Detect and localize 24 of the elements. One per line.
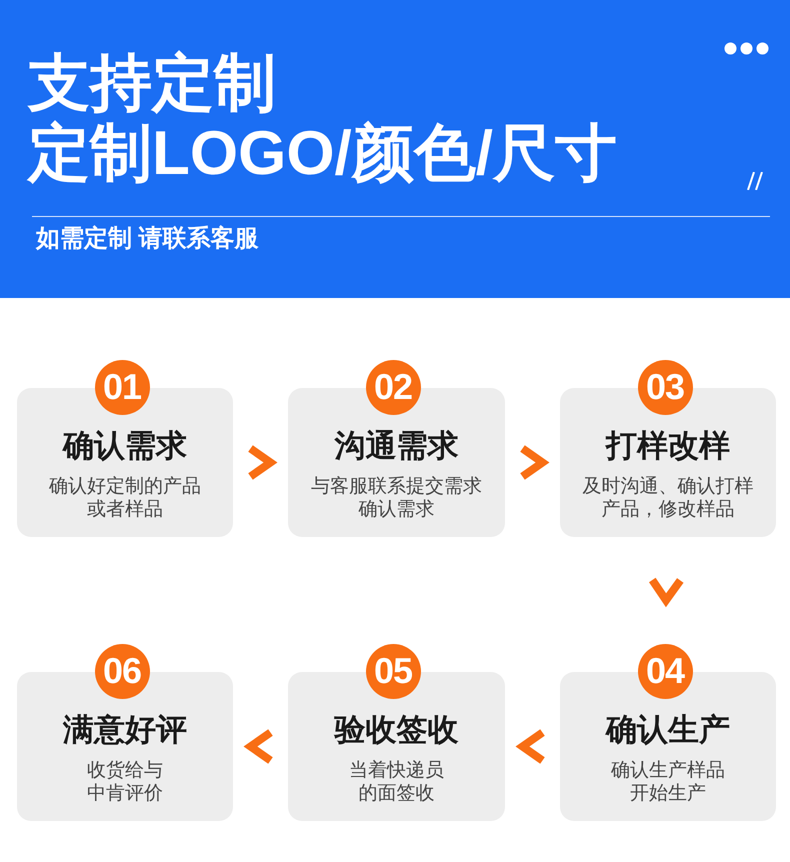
chevron-arrow (520, 445, 550, 480)
number-badge: 03 (638, 360, 692, 414)
step-description: 确认生产样品开始生产 (610, 759, 726, 805)
step-description: 当着快递员的面签收 (348, 759, 445, 805)
chevron-arrow (248, 445, 278, 480)
chevron-arrow (244, 729, 273, 764)
step-title: 确认需求 (63, 428, 187, 464)
step-title: 验收签收 (334, 712, 458, 748)
step-title: 满意好评 (63, 712, 187, 748)
chevron-arrow (649, 578, 684, 608)
chevron-arrow (516, 729, 545, 764)
number-badge: 06 (94, 644, 150, 698)
number-badge: 02 (366, 360, 420, 414)
step-description: 收货给与中肯评价 (86, 759, 164, 805)
subtitle: 如需定制 请联系客服 (36, 227, 259, 251)
number-badge: 01 (94, 360, 150, 414)
step-title: 沟通需求 (334, 428, 458, 464)
step-title: 打样改样 (606, 428, 730, 464)
step-description: 与客服联系提交需求确认需求 (310, 475, 483, 521)
step-description: 确认好定制的产品或者样品 (48, 475, 202, 521)
step-description: 及时沟通、确认打样产品，修改样品 (582, 475, 754, 521)
number-badge: 04 (638, 644, 692, 698)
number-badge: 05 (366, 644, 420, 698)
step-title: 确认生产 (606, 712, 730, 748)
